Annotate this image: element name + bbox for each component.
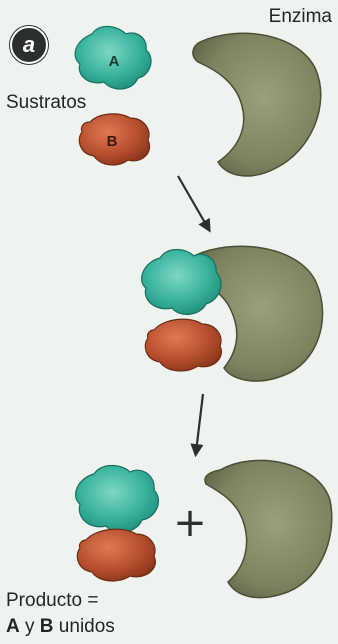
substrate-a-stage3 [76, 466, 159, 533]
product-description: A y B unidos [6, 616, 115, 638]
substrates-label: Sustratos [6, 92, 86, 114]
product-conjunction: y [20, 616, 40, 637]
substrate-b-stage3 [77, 529, 155, 581]
substrate-b-letter: B [107, 133, 118, 150]
enzyme-shape-stage1 [193, 33, 321, 176]
product-a-letter: A [6, 616, 20, 637]
product-b-letter: B [40, 616, 54, 637]
plus-sign: + [173, 500, 207, 546]
product-label: Producto = [6, 590, 98, 612]
reaction-arrow-2 [196, 394, 203, 452]
substrate-a-stage2 [142, 250, 221, 315]
substrate-a-letter: A [109, 53, 120, 70]
reaction-arrow-1 [178, 176, 208, 228]
enzyme-label: Enzima [269, 6, 332, 28]
substrate-b-stage2 [145, 319, 221, 371]
panel-badge: a [10, 26, 48, 64]
enzyme-shape-stage3 [205, 460, 332, 597]
product-rest: unidos [54, 616, 115, 637]
